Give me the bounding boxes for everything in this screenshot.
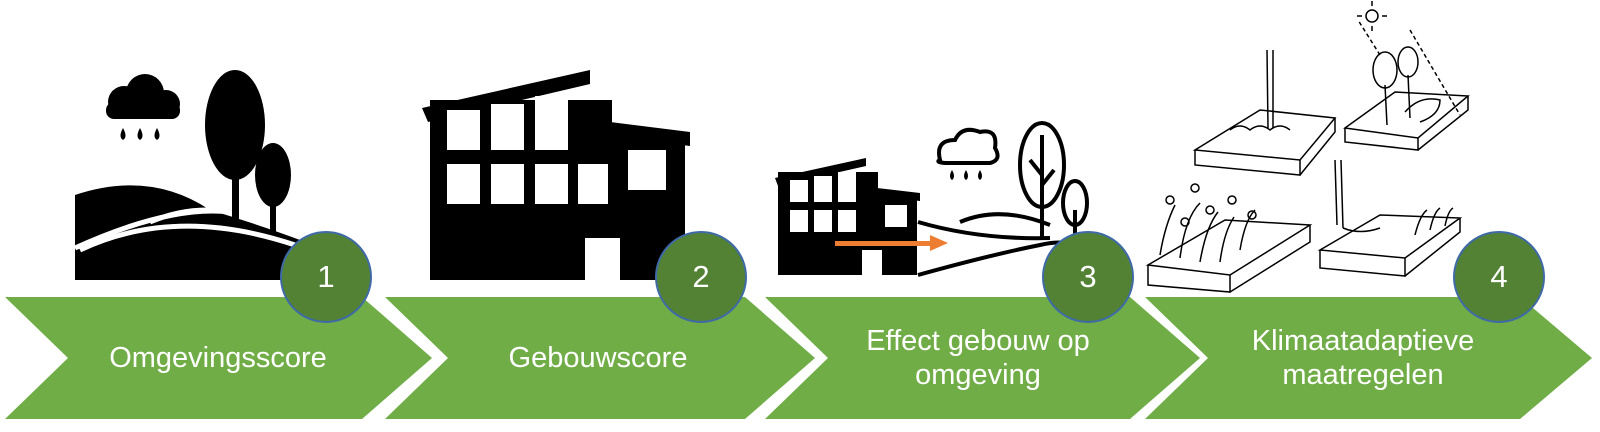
chevron-step-2 (385, 297, 815, 419)
step-3-label: Effect gebouw op omgeving (828, 320, 1128, 396)
chevron-step-4 (1145, 297, 1592, 419)
step-3-number: 3 (1079, 259, 1097, 294)
step-3-label-line-2: omgeving (915, 359, 1041, 391)
step-4-label: Klimaatadaptieve maatregelen (1208, 320, 1518, 396)
step-4-label-line-1: Klimaatadaptieve (1251, 325, 1475, 357)
step-1-number: 1 (317, 259, 335, 294)
step-1-label-line-1: Omgevingsscore (109, 342, 327, 374)
flow-arrow-icon (835, 235, 948, 251)
step-2-badge: 2 (655, 231, 747, 323)
step-4-label-line-2: maatregelen (1282, 359, 1444, 391)
chevron-step-1 (5, 297, 432, 419)
step-3-badge: 3 (1042, 231, 1134, 323)
step-2-label: Gebouwscore (448, 327, 748, 389)
step-2-number: 2 (692, 259, 710, 294)
step-4-badge: 4 (1453, 231, 1545, 323)
step-4-number: 4 (1490, 259, 1508, 294)
step-1-badge: 1 (280, 231, 372, 323)
step-2-label-line-1: Gebouwscore (508, 342, 688, 374)
step-3-label-line-1: Effect gebouw op (866, 325, 1090, 357)
step-1-label: Omgevingsscore (68, 327, 368, 389)
chevron-step-3 (765, 297, 1200, 419)
